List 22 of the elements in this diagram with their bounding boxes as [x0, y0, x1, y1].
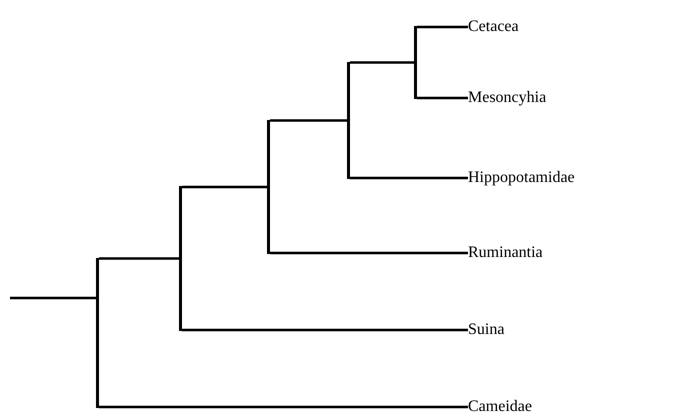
clade-junction-line: [96, 258, 99, 408]
tree-branch: [99, 257, 179, 260]
tree-branch: [350, 176, 468, 180]
tree-branch: [417, 26, 468, 28]
tree-branch: [350, 61, 414, 64]
clade-junction-line: [414, 26, 417, 99]
taxon-label: Hippopotamidae: [468, 170, 575, 186]
tree-branch: [182, 328, 468, 332]
tree-branch: [417, 96, 468, 100]
taxon-label: Mesoncyhia: [468, 90, 546, 106]
clade-junction-line: [347, 62, 350, 179]
taxon-label: Suina: [468, 322, 504, 338]
tree-branch: [99, 406, 468, 408]
tree-branch: [10, 296, 96, 300]
tree-branch: [182, 186, 267, 188]
taxon-label: Ruminantia: [468, 245, 543, 261]
taxon-label: Cetacea: [468, 19, 519, 35]
clade-junction-line: [179, 186, 182, 331]
clade-junction-line: [267, 120, 270, 254]
tree-branch: [270, 119, 347, 122]
tree-branch: [270, 252, 468, 254]
taxon-label: Cameidae: [468, 399, 532, 415]
